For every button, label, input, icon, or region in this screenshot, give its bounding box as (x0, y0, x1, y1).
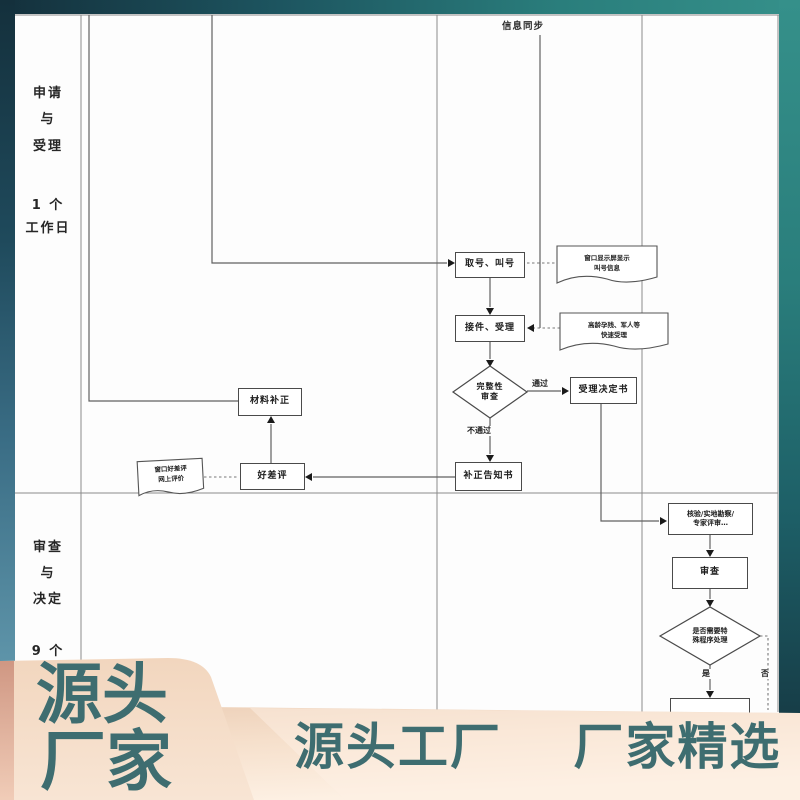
queue-doc-line1: 窗口显示屏显示 (584, 254, 630, 263)
material-correction-label: 材料补正 (249, 396, 290, 407)
rating-channel-document (136, 457, 205, 497)
lane2-title-line2: 与 (40, 566, 56, 581)
banner-chip-left-shade (0, 661, 14, 800)
special-line2: 殊程序处理 (692, 636, 728, 644)
dashed-special-no (760, 635, 769, 710)
verify-label-line2: 专家评审… (693, 519, 728, 527)
verify-box: 核验/实地勘察/ 专家评审… (668, 503, 753, 535)
lane1-title-line1: 申请 (32, 86, 63, 101)
connector-entry-elbow (211, 15, 447, 264)
fast-doc-line1: 高龄孕残、军人等 (588, 321, 640, 330)
rating-box: 好差评 (240, 463, 305, 490)
connector-material-return (88, 15, 238, 402)
banner-strip-highlight (250, 708, 800, 800)
correction-notice-label: 补正告知书 (463, 470, 514, 481)
lane1-title-line3: 受理 (32, 139, 63, 154)
frame-left-border (0, 0, 15, 800)
correction-notice-box: 补正告知书 (455, 462, 522, 491)
queue-doc-line2: 叫号信息 (594, 264, 620, 272)
banner-strip-text: 源头工厂 厂家精选 (294, 718, 782, 776)
yes-label: 是 (701, 669, 711, 679)
connectors (88, 15, 711, 690)
special-line1: 是否需要特 (692, 627, 728, 636)
frame-right-border (779, 0, 800, 800)
arrowheads (267, 259, 714, 698)
fast-track-text: 高龄孕残、军人等 快速受理 (562, 316, 666, 346)
banner-chip-text-line2: 厂家 (40, 723, 172, 800)
completeness-check-diamond (451, 365, 529, 419)
review-label: 审查 (699, 567, 720, 578)
fast-doc-line2: 快速受理 (601, 331, 627, 339)
pass-label: 通过 (531, 379, 549, 389)
connector-decision-verify (600, 404, 659, 522)
completeness-line1: 完整性 (476, 382, 504, 391)
fail-label: 不通过 (466, 426, 492, 436)
special-procedure-text: 是否需要特 殊程序处理 (660, 607, 760, 665)
review-box: 审查 (672, 557, 748, 589)
no-label: 否 (760, 669, 770, 679)
lane2-duration-line1: 9 个 (31, 644, 65, 659)
lane2-title-line3: 决定 (32, 592, 63, 607)
receive-accept-label: 接件、受理 (464, 322, 515, 333)
verify-label-line1: 核验/实地勘察/ (686, 510, 735, 519)
material-correction-box: 材料补正 (238, 388, 302, 416)
take-number-label: 取号、叫号 (464, 259, 515, 270)
completeness-check-text: 完整性 审查 (453, 366, 527, 418)
banner-chip (0, 658, 254, 800)
take-number-box: 取号、叫号 (455, 252, 525, 278)
queue-display-text: 窗口显示屏显示 叫号信息 (559, 249, 655, 279)
dashed-connectors (204, 262, 769, 710)
banner-chip-text-line1: 源头 (36, 656, 168, 733)
receive-accept-box: 接件、受理 (455, 315, 525, 342)
completeness-line2: 审查 (481, 392, 499, 401)
frame-top-border (0, 0, 800, 14)
info-sync-label: 信息同步 (502, 21, 545, 32)
lane1-title-line2: 与 (40, 112, 56, 127)
accept-decision-label: 受理决定书 (578, 384, 629, 395)
fast-track-document (559, 312, 669, 351)
lane1-duration-line1: 1 个 (31, 198, 65, 213)
queue-display-document (556, 245, 658, 284)
special-procedure-diamond (658, 606, 762, 666)
rating-label: 好差评 (257, 470, 288, 481)
lane2-title-line1: 审查 (32, 540, 63, 555)
accept-decision-box: 受理决定书 (570, 377, 637, 404)
lane1-duration-line2: 工作日 (25, 221, 71, 236)
